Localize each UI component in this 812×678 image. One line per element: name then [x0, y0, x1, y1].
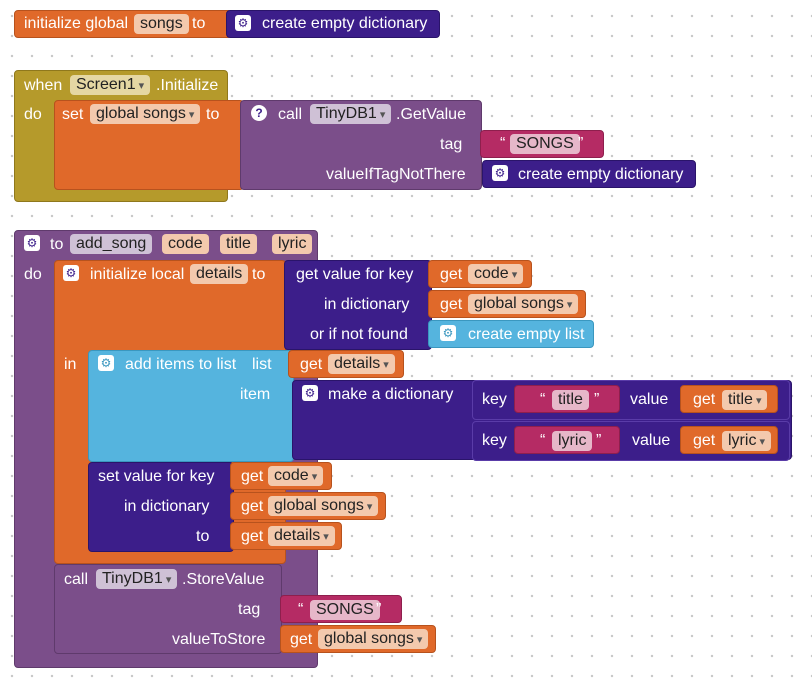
procedure-to-label: to — [50, 236, 64, 253]
create-empty-dictionary-block[interactable] — [226, 10, 440, 38]
open-quote: “ — [540, 391, 546, 408]
add-items-to-list-label: add items to list — [125, 356, 237, 373]
close-quote: ” — [596, 432, 602, 449]
in-dictionary-label: in dictionary — [324, 296, 410, 313]
or-if-not-found-label: or if not found — [310, 326, 408, 343]
text-value-field[interactable]: lyric — [552, 431, 593, 451]
call-label: call — [278, 106, 303, 123]
storevalue-method-label: .StoreValue — [182, 571, 265, 588]
text-value-field[interactable]: SONGS — [510, 134, 580, 154]
open-quote: “ — [540, 432, 546, 449]
param-code[interactable]: code — [162, 234, 209, 254]
get-label: get — [440, 296, 463, 313]
help-icon[interactable]: ? — [251, 105, 267, 121]
create-empty-dictionary-block[interactable] — [482, 160, 696, 188]
close-quote: ” — [594, 391, 600, 408]
tag-label: tag — [238, 601, 261, 618]
get-label: get — [241, 468, 264, 485]
value-label: value — [632, 432, 671, 449]
gear-icon[interactable]: ⚙ — [24, 235, 40, 251]
get-label: get — [290, 631, 313, 648]
create-empty-dictionary-label: create empty dictionary — [262, 15, 428, 32]
value-to-store-label: valueToStore — [172, 631, 266, 648]
set-to-label: to — [196, 528, 210, 545]
param-title[interactable]: title — [220, 234, 257, 254]
value-if-tag-not-there-label: valueIfTagNotThere — [326, 166, 466, 183]
component-dropdown[interactable]: Screen1 — [70, 75, 151, 95]
add-items-to-list-block[interactable] — [88, 350, 294, 462]
text-value-field[interactable]: title — [552, 390, 589, 410]
gear-icon[interactable]: ⚙ — [235, 15, 251, 31]
initialize-global-block[interactable] — [14, 10, 232, 38]
create-empty-dictionary-label: create empty dictionary — [518, 166, 684, 183]
set-value-for-key-label: set value for key — [98, 468, 215, 485]
get-variable-dropdown[interactable]: details — [328, 354, 395, 374]
set-value-for-key-block[interactable] — [88, 462, 234, 552]
call-label: call — [64, 571, 89, 588]
set-label: set — [62, 106, 84, 123]
initialize-local-label: initialize local — [90, 266, 185, 283]
init-local-to-label: to — [252, 266, 266, 283]
gear-icon[interactable]: ⚙ — [98, 355, 114, 371]
get-label: get — [440, 266, 463, 283]
tag-label: tag — [440, 136, 463, 153]
open-quote: “ — [298, 601, 304, 618]
get-label: get — [300, 356, 323, 373]
param-lyric[interactable]: lyric — [272, 234, 313, 254]
do-label: do — [24, 106, 42, 123]
local-var-name-field[interactable]: details — [190, 264, 249, 284]
procedure-name-field[interactable]: add_song — [70, 234, 153, 254]
open-quote: “ — [500, 135, 506, 152]
value-label: value — [630, 391, 669, 408]
item-label: item — [240, 386, 271, 403]
create-empty-list-label: create empty list — [468, 326, 585, 343]
get-variable-dropdown[interactable]: details — [268, 526, 335, 546]
key-label: key — [482, 432, 507, 449]
get-variable-dropdown[interactable]: global songs — [268, 496, 379, 516]
initialize-global-label: initialize global — [24, 15, 129, 32]
get-variable-dropdown[interactable]: title — [722, 390, 768, 410]
in-label: in — [64, 356, 77, 373]
gear-icon[interactable]: ⚙ — [492, 165, 508, 181]
gear-icon[interactable]: ⚙ — [440, 325, 456, 341]
get-label: get — [241, 528, 264, 545]
set-variable-dropdown[interactable]: global songs — [90, 104, 201, 124]
key-label: key — [482, 391, 507, 408]
getvalue-method-label: .GetValue — [396, 106, 466, 123]
get-label: get — [693, 391, 716, 408]
close-quote: ” — [376, 601, 382, 618]
set-to-label: to — [206, 106, 220, 123]
when-label: when — [24, 77, 63, 94]
get-variable-dropdown[interactable]: code — [468, 264, 524, 284]
set-in-dictionary-label: in dictionary — [124, 498, 210, 515]
initialize-to-label: to — [192, 15, 206, 32]
get-variable-dropdown[interactable]: global songs — [318, 629, 429, 649]
get-label: get — [693, 432, 716, 449]
get-variable-dropdown[interactable]: code — [268, 466, 324, 486]
procedure-do-label: do — [24, 266, 42, 283]
close-quote: ” — [578, 135, 584, 152]
gear-icon[interactable]: ⚙ — [302, 385, 318, 401]
get-value-for-key-label: get value for key — [296, 266, 414, 283]
gear-icon[interactable]: ⚙ — [63, 265, 79, 281]
make-a-dictionary-label: make a dictionary — [328, 386, 454, 403]
tinydb-component-dropdown[interactable]: TinyDB1 — [96, 569, 178, 589]
get-variable-dropdown[interactable]: lyric — [722, 431, 772, 451]
text-value-field[interactable]: SONGS — [310, 600, 380, 620]
event-name-label: .Initialize — [156, 77, 219, 94]
get-value-for-key-block[interactable] — [284, 260, 432, 350]
global-var-name-field[interactable]: songs — [134, 14, 189, 34]
tinydb-component-dropdown[interactable]: TinyDB1 — [310, 104, 392, 124]
get-label: get — [241, 498, 264, 515]
list-label: list — [252, 356, 272, 373]
get-variable-dropdown[interactable]: global songs — [468, 294, 579, 314]
